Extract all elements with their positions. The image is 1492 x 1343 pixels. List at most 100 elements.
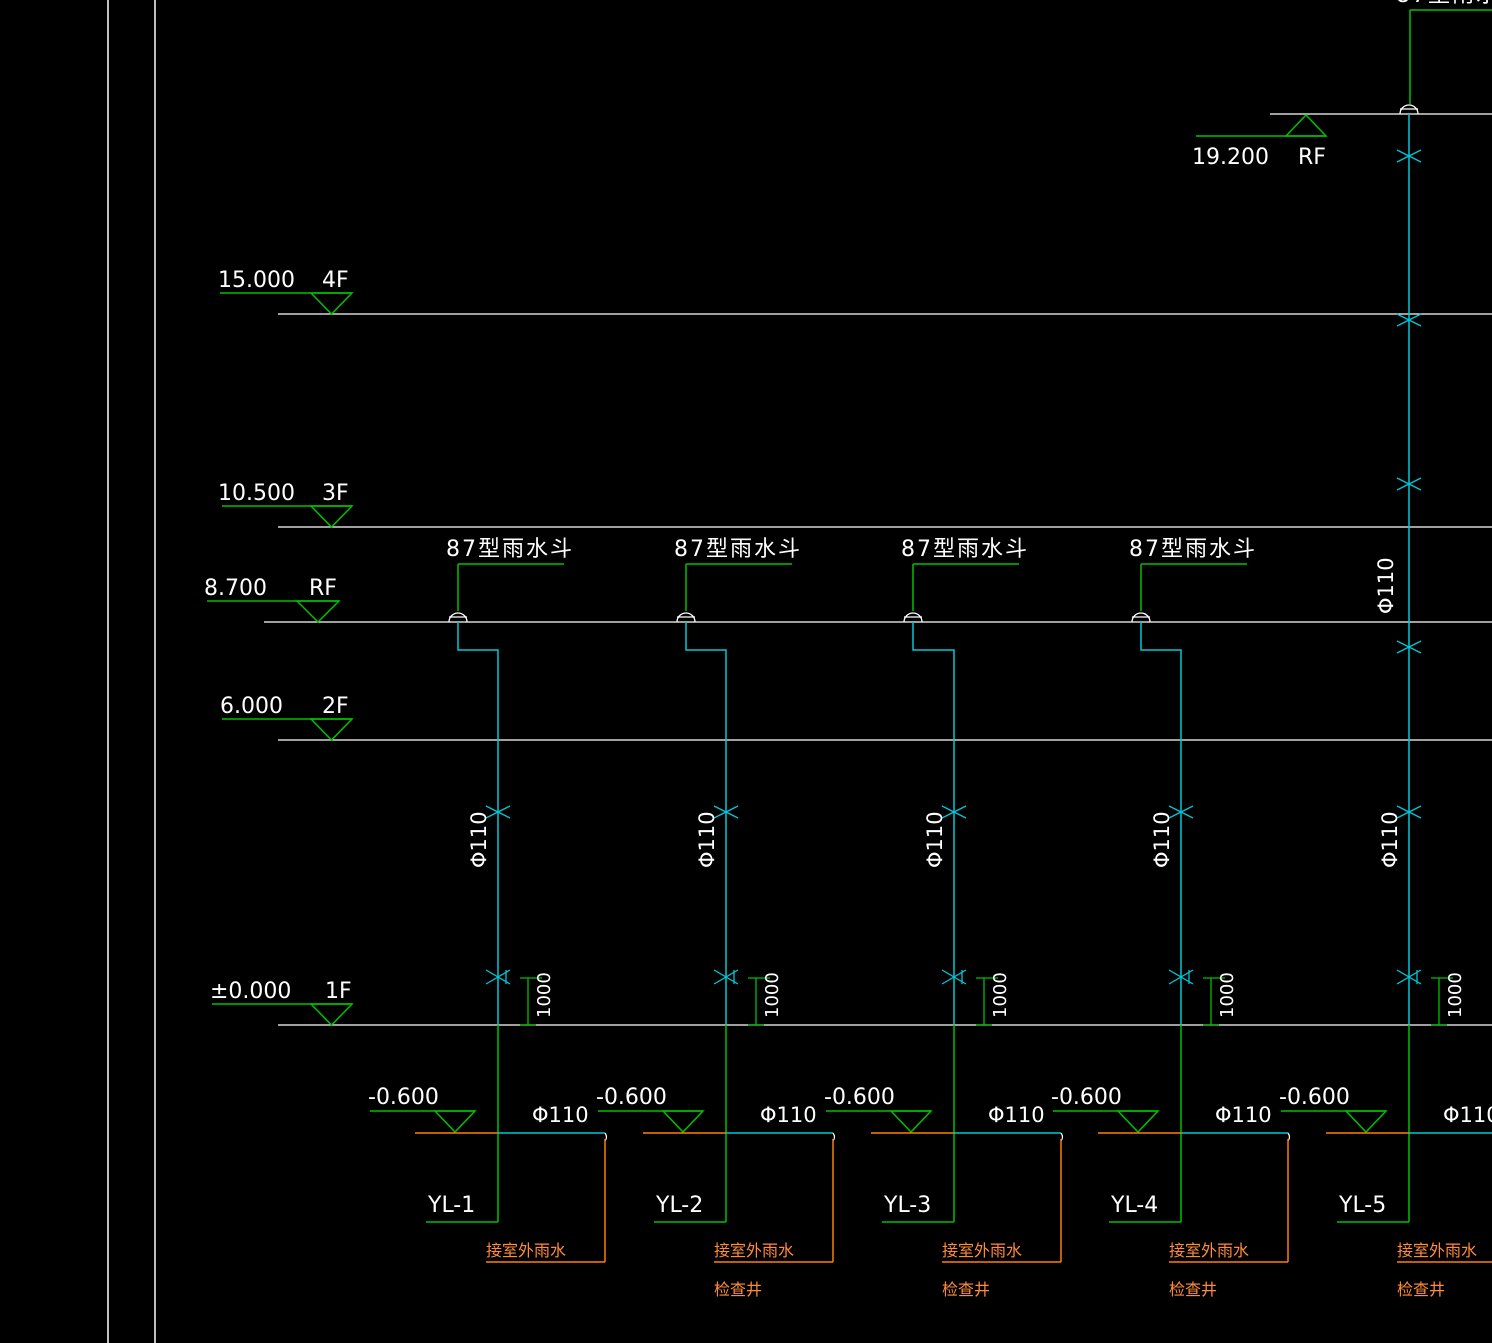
level-marker-2f: 6.000 2F	[220, 694, 354, 742]
outlet-diameter: Φ110	[1443, 1103, 1492, 1127]
level-floor: 4F	[322, 268, 349, 293]
riser-pipe	[457, 622, 499, 1025]
riser-pipe	[1140, 622, 1182, 1025]
level-triangle	[309, 505, 354, 529]
riser-diameter: Φ110	[467, 811, 491, 868]
rain-funnel-icon	[1131, 612, 1151, 623]
rain-funnel-icon	[448, 612, 468, 623]
level-floor: 2F	[322, 694, 349, 719]
outlet-note-2: 检查井	[1397, 1280, 1445, 1299]
outlet-elevation: -0.600	[368, 1085, 439, 1110]
cleanout-icon	[1168, 969, 1194, 985]
outlet-diameter: Φ110	[988, 1103, 1045, 1127]
roof-level-marker: 19.200 RF	[1192, 113, 1328, 170]
level-elevation: 6.000	[220, 694, 283, 719]
cleanout-height: 1000	[1217, 972, 1238, 1018]
level-markers: 15.000 4F 10.500 3F 8.700 RF 6.000 2F ±0.000 1F	[204, 268, 354, 1027]
funnel-label: 87型雨水斗	[901, 537, 1029, 562]
level-elevation: 15.000	[218, 268, 295, 293]
outlet-note-2: 检查井	[942, 1280, 990, 1299]
expansion-joint-icon	[1396, 313, 1422, 327]
riser-diameter: Φ110	[923, 811, 947, 868]
cleanout-icon	[941, 969, 967, 985]
outlet-note-2: 检查井	[714, 1280, 762, 1299]
riser-diameter-upper: Φ110	[1374, 557, 1398, 614]
riser-id: YL-5	[1338, 1193, 1386, 1218]
rain-funnel-icon	[903, 612, 923, 623]
roof-level-floor: RF	[1298, 145, 1326, 170]
level-elevation: 10.500	[218, 481, 295, 506]
outlet-diameter: Φ110	[532, 1103, 589, 1127]
outlet-elevation: -0.600	[596, 1085, 667, 1110]
outlet-note: 接室外雨水	[486, 1241, 566, 1260]
riser-pipe	[912, 622, 955, 1025]
cleanout-height: 1000	[990, 972, 1011, 1018]
roof-level-triangle	[1284, 113, 1328, 137]
riser-id: YL-3	[883, 1193, 931, 1218]
cleanout-height: 1000	[534, 972, 555, 1018]
cleanout-icon	[713, 969, 739, 985]
level-marker-rf: 8.700 RF	[204, 576, 341, 624]
outlet-note: 接室外雨水	[942, 1241, 1022, 1260]
funnel-label: 87型雨水斗	[674, 537, 802, 562]
outlet-note: 接室外雨水	[714, 1241, 794, 1260]
expansion-joint-icon	[1396, 640, 1422, 654]
outlet-elevation: -0.600	[1279, 1085, 1350, 1110]
outlet-note: 接室外雨水	[1397, 1241, 1477, 1260]
risers: 87型雨水斗Φ1101000YL-1-0.600Φ110接室外雨水87型雨水斗Φ…	[368, 114, 1492, 1299]
cleanout-icon	[485, 969, 511, 985]
level-triangle	[309, 292, 354, 316]
outlet-note: 接室外雨水	[1169, 1241, 1249, 1260]
outlet-elevation-triangle	[433, 1110, 477, 1134]
expansion-joint-icon	[485, 805, 511, 819]
riser-diameter: Φ110	[695, 811, 719, 868]
riser-id: YL-2	[655, 1193, 703, 1218]
outlet-elevation: -0.600	[1051, 1085, 1122, 1110]
outlet-elevation-triangle	[1116, 1110, 1160, 1134]
riser-diameter: Φ110	[1378, 811, 1402, 868]
level-marker-3f: 10.500 3F	[218, 481, 354, 529]
funnel-label: 87型雨水斗	[446, 537, 574, 562]
funnel-label: 87型雨水斗	[1129, 537, 1257, 562]
riser-diameter: Φ110	[1150, 811, 1174, 868]
top-funnel-symbol	[1399, 104, 1419, 115]
outlet-elevation-triangle	[1344, 1110, 1388, 1134]
level-elevation: ±0.000	[210, 979, 291, 1004]
level-triangle	[295, 600, 341, 624]
level-elevation: 8.700	[204, 576, 267, 601]
level-floor: RF	[309, 576, 337, 601]
expansion-joint-icon	[713, 805, 739, 819]
cleanout-icon	[1396, 969, 1422, 985]
expansion-joint-icon	[1396, 805, 1422, 819]
rain-funnel-icon	[676, 612, 696, 623]
riser-id: YL-4	[1110, 1193, 1158, 1218]
top-funnel-label-partial: 87型雨水	[1396, 0, 1492, 8]
riser-id: YL-1	[427, 1193, 475, 1218]
expansion-joint-icon	[1396, 477, 1422, 491]
level-marker-1f: ±0.000 1F	[210, 979, 354, 1027]
outlet-elevation: -0.600	[824, 1085, 895, 1110]
outlet-note-2: 检查井	[1169, 1280, 1217, 1299]
floor-lines	[264, 113, 1492, 1026]
roof-level-elevation: 19.200	[1192, 145, 1269, 170]
cleanout-height: 1000	[1445, 972, 1466, 1018]
level-floor: 3F	[322, 481, 349, 506]
expansion-joint-icon	[1396, 149, 1422, 163]
outlet-elevation-triangle	[889, 1110, 933, 1134]
cleanout-height: 1000	[762, 972, 783, 1018]
level-marker-4f: 15.000 4F	[218, 268, 354, 316]
expansion-joint-icon	[1168, 805, 1194, 819]
level-floor: 1F	[325, 979, 352, 1004]
expansion-joint-icon	[941, 805, 967, 819]
level-triangle	[309, 718, 354, 742]
outlet-elevation-triangle	[661, 1110, 705, 1134]
riser-pipe	[685, 622, 727, 1025]
level-triangle	[309, 1003, 354, 1027]
outlet-diameter: Φ110	[760, 1103, 817, 1127]
